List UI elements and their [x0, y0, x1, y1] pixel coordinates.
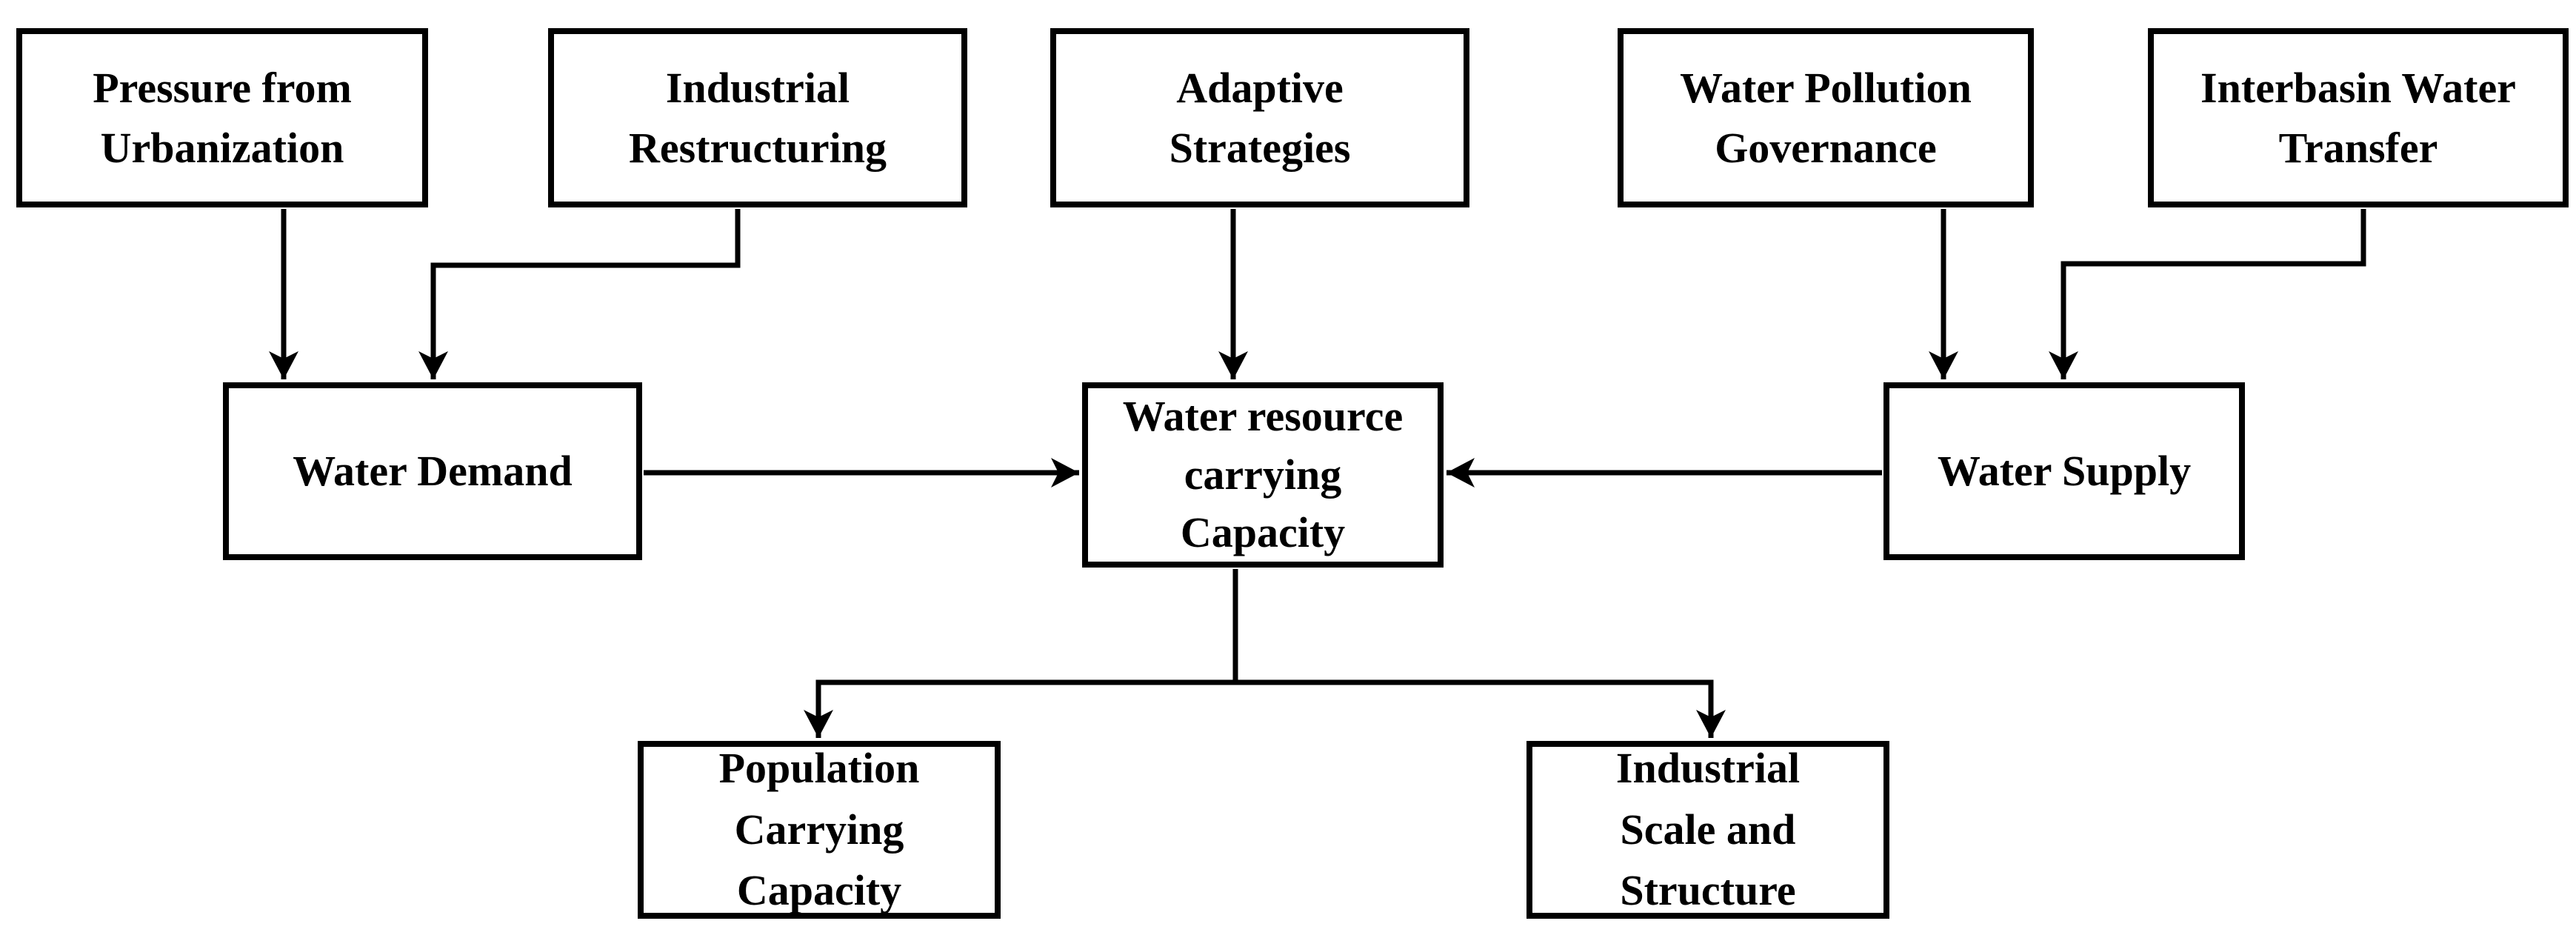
node-interbasin-water-transfer: Interbasin Water Transfer — [2148, 28, 2569, 207]
node-water-supply: Water Supply — [1883, 382, 2245, 560]
edge-interbasin-to-supply-arrow — [2049, 209, 2366, 379]
node-water-pollution-governance: Water Pollution Governance — [1618, 28, 2034, 207]
node-population-carrying-capacity: Population Carrying Capacity — [638, 741, 1001, 919]
node-water-demand: Water Demand — [223, 382, 642, 560]
edge-wrcc-to-industrial-scale-arrow — [1235, 679, 1726, 738]
node-industrial-restructuring: Industrial Restructuring — [548, 28, 967, 207]
node-adaptive-strategies: Adaptive Strategies — [1050, 28, 1469, 207]
node-industrial-scale-and-structure: Industrial Scale and Structure — [1526, 741, 1889, 919]
edge-wrcc-to-population-arrow — [804, 679, 1235, 738]
edge-restructuring-to-demand-arrow — [418, 209, 741, 379]
node-pressure-from-urbanization: Pressure from Urbanization — [16, 28, 428, 207]
node-water-resource-carrying-capacity: Water resource carrying Capacity — [1082, 382, 1444, 568]
